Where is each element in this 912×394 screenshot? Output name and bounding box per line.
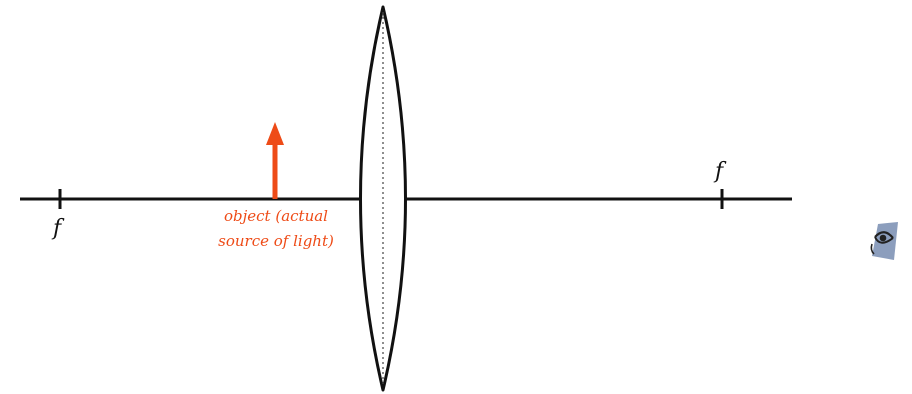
object-label-line1: object (actual — [224, 207, 328, 225]
focal-label-right: f — [713, 159, 727, 184]
object-label-line2: source of light) — [218, 232, 334, 250]
eye-icon — [870, 222, 898, 260]
focal-label-left: f — [51, 216, 65, 241]
object-arrow-head — [266, 122, 284, 145]
